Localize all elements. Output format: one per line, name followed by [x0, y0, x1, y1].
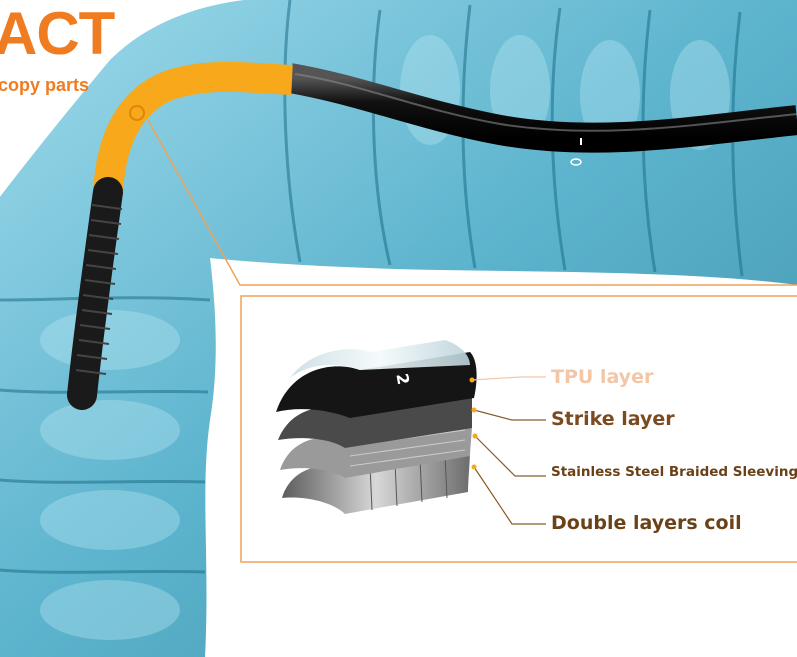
label-braided-sleeving: Stainless Steel Braided Sleeving: [551, 464, 797, 480]
label-tpu-layer: TPU layer: [551, 366, 654, 388]
label-double-layers-coil: Double layers coil: [551, 512, 742, 534]
brand-subtitle: copy parts: [0, 75, 90, 95]
tube-mark: 2: [392, 372, 413, 386]
label-strike-layer: Strike layer: [551, 408, 675, 430]
leader-lines: [469, 376, 546, 525]
brand-title: ACT: [0, 0, 115, 67]
distal-tip: [67, 177, 123, 410]
endoscope-tube: [287, 63, 797, 166]
bending-section: [93, 61, 293, 196]
layer-cross-section: 2: [276, 340, 477, 514]
